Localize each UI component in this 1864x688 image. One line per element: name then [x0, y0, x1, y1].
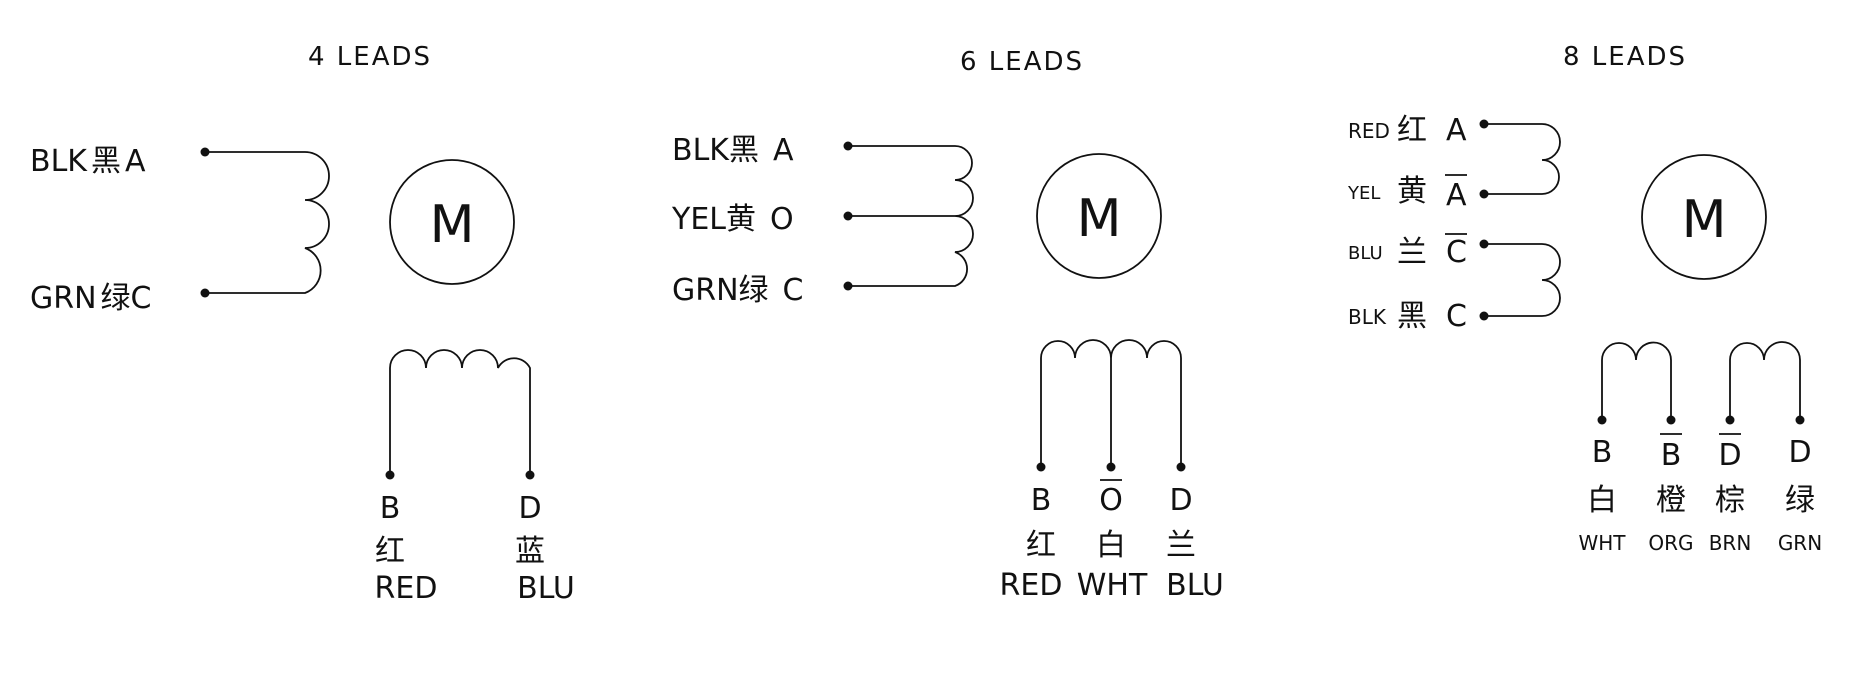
- lead-code-grn: GRN: [1778, 531, 1822, 555]
- lead-code-red: RED: [1348, 119, 1390, 143]
- terminal-dot-a: [200, 147, 210, 157]
- lead-code-blu: BLU: [1166, 568, 1224, 603]
- terminal-dot-c-bar: [1479, 239, 1489, 249]
- motor-symbol-6-leads: [1036, 153, 1162, 279]
- terminal-b-label: B: [380, 491, 401, 526]
- terminal-dot-a: [843, 141, 853, 151]
- terminal-d-label: D: [518, 491, 541, 526]
- terminal-dot-a-bar: [1479, 189, 1489, 199]
- terminal-dot-b-bar: [1666, 415, 1676, 425]
- winding-a-pair: [1484, 123, 1561, 195]
- terminal-c-bar-label: C: [1446, 235, 1467, 270]
- motor-label-8-leads: M: [1682, 190, 1727, 250]
- lead-cn-wht: 白: [1096, 528, 1126, 563]
- terminal-o-bar-label: O: [1099, 483, 1123, 518]
- terminal-dot-d: [1795, 415, 1805, 425]
- terminal-a-label: A: [1446, 113, 1467, 148]
- terminal-dot-b: [1036, 462, 1046, 472]
- terminal-dot-d-bar: [1725, 415, 1735, 425]
- lead-cn-red: 红: [375, 534, 405, 569]
- terminal-d-label: D: [1169, 483, 1192, 518]
- terminal-dot-b: [1597, 415, 1607, 425]
- lead-code-blu: BLU: [1348, 243, 1383, 264]
- lead-cn-red: 红: [1397, 113, 1427, 148]
- lead-cn-brn: 棕: [1715, 483, 1745, 518]
- motor-symbol-8-leads: [1641, 154, 1767, 280]
- lead-code-org: ORG: [1648, 531, 1693, 555]
- lead-cn-org: 橙: [1656, 483, 1686, 518]
- lead-code-brn: BRN: [1709, 531, 1752, 555]
- terminal-d-bar-label: D: [1718, 438, 1741, 473]
- lead-cn-blu: 蓝: [515, 534, 545, 569]
- panel-8-leads: 8 LEADS RED 红 A YEL 黄 A BLU 兰 C BLK 黑 C …: [1347, 42, 1822, 555]
- panel-title-6-leads: 6 LEADS: [960, 47, 1084, 77]
- lead-code-red: RED: [375, 571, 438, 606]
- terminal-c-label: C: [1446, 299, 1467, 334]
- terminal-dot-o-bar: [1106, 462, 1116, 472]
- lead-code-wht: WHT: [1077, 568, 1148, 603]
- lead-cn-blk: 黑: [1397, 299, 1427, 334]
- terminal-dot-b: [385, 470, 395, 480]
- panel-title-8-leads: 8 LEADS: [1563, 42, 1687, 72]
- winding-c-pair: [1484, 243, 1561, 317]
- lead-cn-blu: 兰: [1166, 528, 1196, 563]
- panel-title-4-leads: 4 LEADS: [308, 42, 432, 72]
- winding-d-pair: [1729, 341, 1801, 420]
- terminal-dot-c: [200, 288, 210, 298]
- lead-code-yel: YEL: [1347, 183, 1380, 204]
- terminal-dot-d: [1176, 462, 1186, 472]
- terminal-dot-a: [1479, 119, 1489, 129]
- motor-label-6-leads: M: [1077, 189, 1122, 249]
- terminal-dot-c: [1479, 311, 1489, 321]
- terminal-b-label: B: [1031, 483, 1052, 518]
- lead-cn-yel: 黄: [1397, 174, 1427, 209]
- motor-symbol-4-leads: [389, 159, 515, 285]
- lead-code-wht: WHT: [1578, 531, 1626, 555]
- terminal-dot-c: [843, 281, 853, 291]
- lead-cn-red: 红: [1026, 528, 1056, 563]
- winding-b-pair: [1601, 341, 1672, 420]
- terminal-dot-o: [843, 211, 853, 221]
- motor-label-4-leads: M: [430, 195, 475, 255]
- lead-code-red: RED: [1000, 568, 1063, 603]
- winding-bd-4-leads: [389, 349, 531, 475]
- terminal-b-label: B: [1592, 435, 1613, 470]
- lead-cn-grn: 绿: [1785, 483, 1815, 518]
- winding-ac-6-leads: [848, 145, 974, 287]
- terminal-d-label: D: [1788, 435, 1811, 470]
- terminal-dot-d: [525, 470, 535, 480]
- lead-code-blk: BLK: [1348, 305, 1387, 329]
- terminal-b-bar-label: B: [1661, 438, 1682, 473]
- lead-cn-wht: 白: [1587, 483, 1617, 518]
- lead-cn-blu: 兰: [1397, 235, 1427, 270]
- lead-code-blu: BLU: [517, 571, 575, 606]
- terminal-a-bar-label: A: [1446, 178, 1467, 213]
- winding-ac-4-leads: [205, 151, 330, 294]
